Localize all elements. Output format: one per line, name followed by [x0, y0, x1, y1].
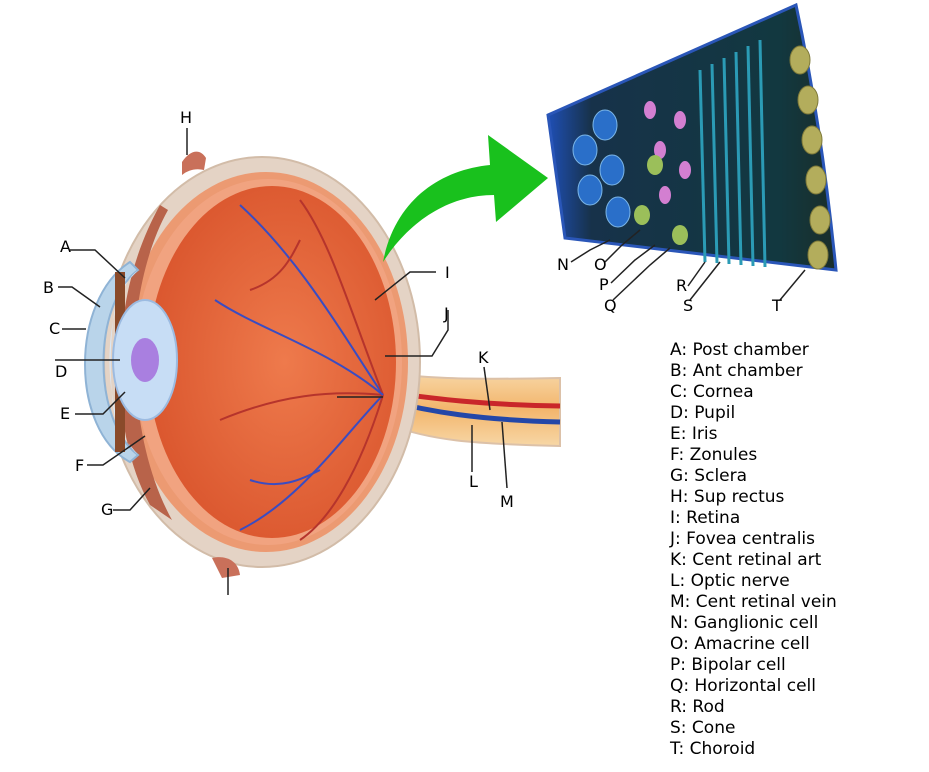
zoom-arrow — [383, 135, 548, 262]
label-t: T — [772, 296, 782, 315]
retinal-vessels — [214, 199, 384, 541]
legend-item: Q: Horizontal cell — [670, 676, 816, 696]
legend-item: M: Cent retinal vein — [670, 592, 837, 612]
choroid-cells — [789, 45, 831, 270]
label-r: R — [676, 276, 688, 295]
label-p: P — [599, 275, 609, 294]
ciliary-body — [119, 205, 172, 520]
legend-item: D: Pupil — [670, 403, 736, 423]
label-g: G — [101, 500, 114, 519]
bipolar-cells — [644, 101, 691, 204]
legend-item: G: Sclera — [670, 466, 748, 486]
label-m: M — [500, 492, 514, 511]
label-l: L — [469, 472, 478, 491]
legend-item: L: Optic nerve — [670, 571, 790, 591]
label-i: I — [445, 263, 450, 282]
horizontal-cells — [634, 155, 688, 245]
legend-item: F: Zonules — [670, 445, 758, 465]
label-q: Q — [604, 296, 617, 315]
legend-list: A: Post chamber B: Ant chamber C: Cornea… — [670, 340, 837, 760]
legend-item: K: Cent retinal art — [670, 550, 822, 570]
legend-item: I: Retina — [670, 508, 741, 528]
legend-item: R: Rod — [670, 697, 725, 717]
retina-cross-section — [546, 2, 838, 272]
label-d: D — [55, 362, 68, 381]
optic-nerve — [378, 370, 561, 448]
label-f: F — [75, 456, 85, 475]
legend-item: B: Ant chamber — [670, 361, 803, 381]
legend-item: O: Amacrine cell — [670, 634, 810, 654]
label-k: K — [478, 348, 489, 367]
legend-item: J: Fovea centralis — [670, 529, 816, 549]
label-o: O — [594, 255, 607, 274]
legend-item: T: Choroid — [670, 739, 756, 759]
legend-item: P: Bipolar cell — [670, 655, 786, 675]
label-b: B — [43, 278, 54, 297]
legend-item: N: Ganglionic cell — [670, 613, 819, 633]
legend-item: C: Cornea — [670, 382, 754, 402]
label-c: C — [49, 319, 61, 338]
label-s: S — [683, 296, 694, 315]
ganglion-cells — [572, 109, 631, 228]
rods-and-cones — [698, 39, 767, 268]
label-h: H — [180, 108, 193, 127]
label-j: J — [444, 304, 449, 323]
cornea-shape — [84, 260, 140, 464]
inferior-rectus — [212, 557, 240, 578]
legend-item: H: Sup rectus — [670, 487, 785, 507]
superior-rectus — [182, 151, 206, 175]
legend-item: E: Iris — [670, 424, 718, 444]
label-a: A — [60, 237, 71, 256]
legend-item: A: Post chamber — [670, 340, 809, 360]
leader-lines — [55, 128, 806, 595]
label-e: E — [60, 404, 71, 423]
label-n: N — [557, 255, 569, 274]
legend-item: S: Cone — [670, 718, 736, 738]
pupil-shape — [131, 338, 159, 382]
